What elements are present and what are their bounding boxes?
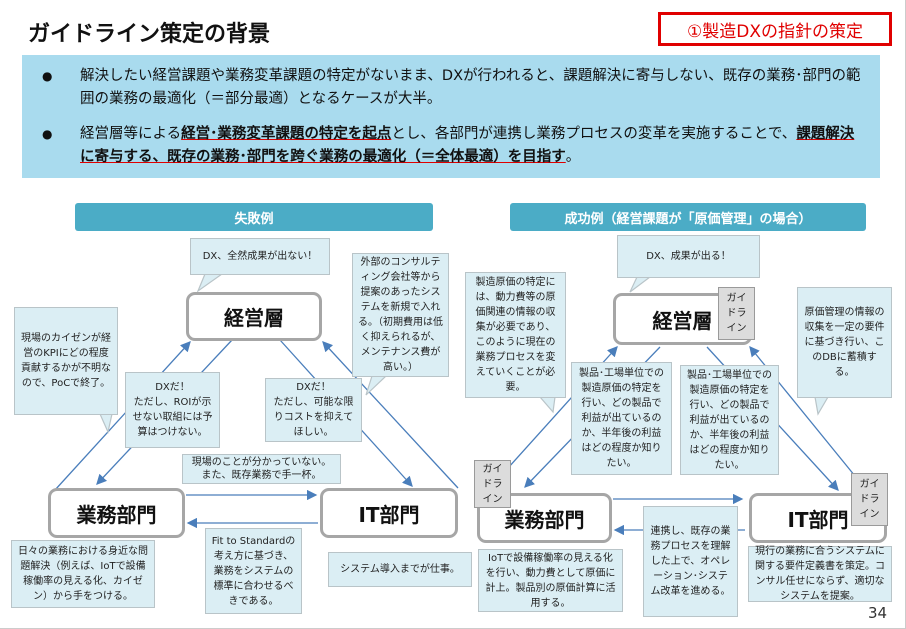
page-number: 34 (868, 604, 888, 622)
guideline-tag: ガイ ドラ イン (474, 460, 511, 508)
callout: DXだ！ ただし、ROIが示せない取組には予算はつけない。 (125, 372, 220, 448)
callout: 日々の業務における身近な問題解決（例えば、IoTで設備稼働率の見える化、カイゼン… (11, 540, 155, 608)
callout-tail (814, 396, 830, 416)
fail-management-box: 経営層 (186, 292, 322, 341)
guideline-tag: ガイ ドラ イン (851, 473, 888, 526)
fail-it-box: IT部門 (320, 488, 458, 538)
callout: DX、全然成果が出ない！ (190, 238, 330, 275)
arrow (54, 341, 191, 491)
text: 経営層等による (80, 126, 182, 142)
callout: 製造原価の特定には、動力費等の原価関連の情報の収集が必要であり、このように現在の… (465, 272, 566, 398)
fail-example-header: 失敗例 (75, 203, 433, 231)
callout: IoTで設備稼働率の見える化を行い、動力費として原価に計上。製品別の原価計算に活… (478, 549, 623, 612)
bullet-icon: ● (42, 127, 53, 141)
callout-tail (196, 273, 224, 293)
callout: 現場のカイゼンが経営のKPIにどの程度貢献するかが不明なので、PoCで終了。 (14, 307, 118, 415)
arrow (322, 341, 459, 489)
callout: 原価管理の情報の収集を一定の要件に基づき行い、このDBに蓄積する。 (797, 287, 892, 398)
text: とし、各部門が連携し業務プロセスの変革を実施することで、 (391, 126, 797, 142)
fail-business-box: 業務部門 (48, 488, 185, 538)
emphasis: 経営･業務変革課題の特定を起点 (181, 126, 392, 142)
bullet-text: 解決したい経営課題や業務変革課題の特定がないまま、DXが行われると、課題解決に寄… (80, 68, 861, 107)
callout: 連携し、既存の業務プロセスを理解した上で、オペレーション･システム改革を進める。 (643, 506, 738, 617)
callout: DXだ！ ただし、可能な限りコストを抑えてほしい。 (265, 378, 362, 442)
callout: 現場のことが分かっていない。 また、既存業務で手一杯。 (182, 454, 341, 484)
callout: システム導入までが仕事。 (328, 552, 472, 587)
bullet-2: ● 経営層等による経営･業務変革課題の特定を起点とし、各部門が連携し業務プロセスの… (42, 123, 866, 169)
page-title: ガイドライン策定の背景 (28, 22, 271, 47)
callout-tail (629, 276, 652, 293)
callout: DX、成果が出る！ (617, 235, 760, 278)
bullet-1: ● 解決したい経営課題や業務変革課題の特定がないまま、DXが行われると、課題解決に… (42, 65, 866, 111)
emphasis: 課題解決に寄与する、既存の業務･部門を跨ぐ業務の最適化（＝全体最適）を目指す (80, 126, 855, 165)
bullet-icon: ● (42, 69, 53, 83)
guideline-tag: ガイ ドラ イン (718, 287, 755, 340)
callout: 現行の業務に合うシステムに関する要件定義書を策定。コンサル任せにならず、適切なシ… (748, 546, 892, 602)
callout-tail (365, 375, 388, 396)
callout: 製品･工場単位での製造原価の特定を行い、どの製品で利益が出ているのか、半年後の利… (680, 365, 779, 475)
text: 。 (565, 149, 581, 165)
section-tag: ①製造DXの指針の策定 (658, 12, 892, 46)
callout: 外部のコンサルティング会社等から提案のあったシステムを新規で入れる。（初期費用は… (352, 253, 449, 377)
bullet-text: 経営層等による経営･業務変革課題の特定を起点とし、各部門が連携し業務プロセスの変… (80, 123, 866, 169)
summary-band: ● 解決したい経営課題や業務変革課題の特定がないまま、DXが行われると、課題解決に… (22, 55, 880, 178)
callout-tail (538, 396, 556, 414)
callout: Fit to Standardの考え方に基づき、業務をシステムの標準に合わせるべ… (205, 528, 302, 614)
success-example-header: 成功例（経営課題が「原価管理」の場合） (510, 203, 866, 231)
callout: 製品･工場単位での製造原価の特定を行い、どの製品で利益が出ているのか、半年後の利… (571, 362, 672, 475)
